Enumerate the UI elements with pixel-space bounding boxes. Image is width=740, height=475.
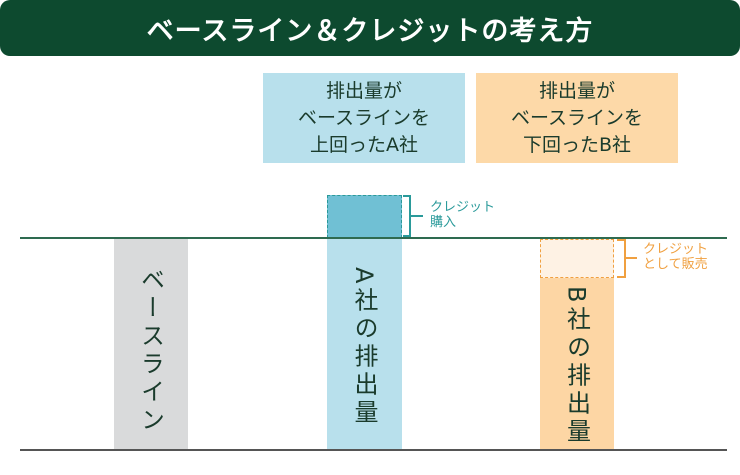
company-a-bar: A社の排出量 — [327, 239, 402, 450]
company-a-label: 排出量が ベースラインを 上回ったA社 — [263, 73, 465, 163]
credit-purchase-note: クレジット 購入 — [430, 200, 496, 230]
company-b-bar: B社の排出量 — [540, 278, 614, 450]
credit-purchase-bracket — [403, 195, 411, 237]
baseline-line — [20, 237, 727, 239]
baseline-bar: ベースライン — [114, 239, 188, 450]
baseline-bar-label: ベースライン — [136, 267, 165, 435]
company-a-bar-label: A社の排出量 — [350, 267, 378, 428]
axis-line — [20, 449, 727, 451]
page-title: ベースライン＆クレジットの考え方 — [0, 0, 740, 56]
credit-sale-box — [540, 239, 614, 278]
company-b-bar-label: B社の排出量 — [562, 286, 591, 447]
bracket-tick — [411, 215, 423, 217]
credit-sale-bracket — [617, 239, 626, 278]
credit-purchase-box — [327, 195, 402, 238]
credit-sale-note: クレジット として販売 — [643, 242, 709, 272]
company-b-label: 排出量が ベースラインを 下回ったB社 — [476, 73, 678, 163]
bracket-tick — [626, 257, 637, 259]
